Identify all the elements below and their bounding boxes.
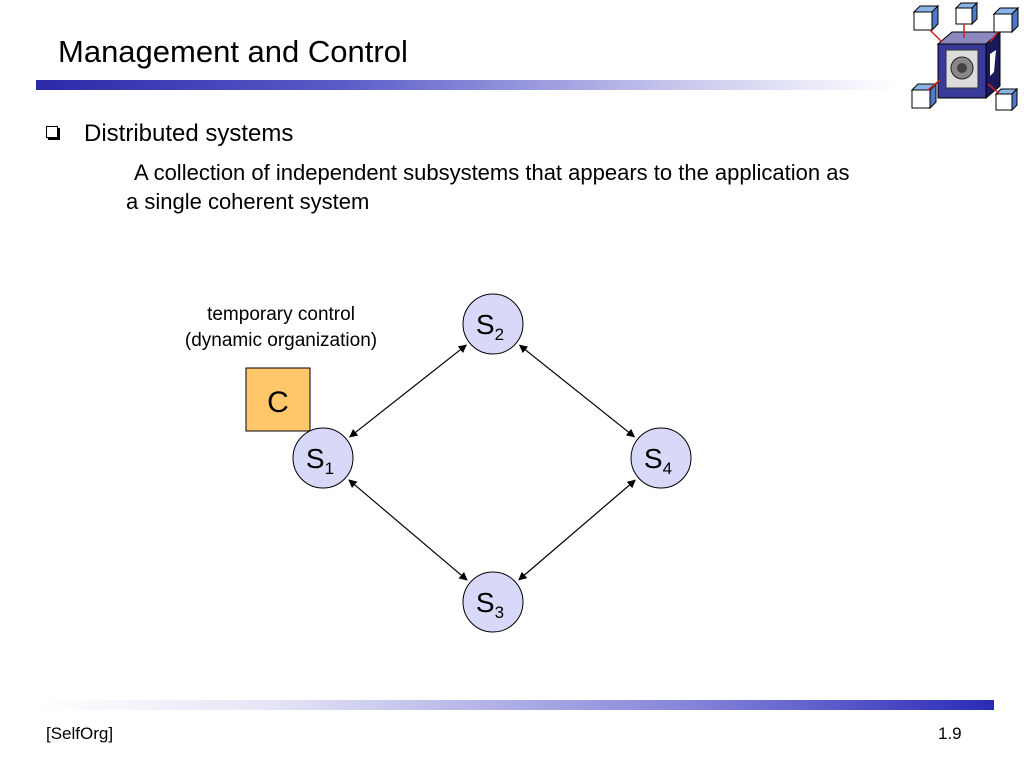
node-s1: S1 — [292, 427, 354, 489]
edge-s4-s3 — [518, 479, 636, 581]
page-number: 1.9 — [938, 724, 962, 743]
node-label: S3 — [476, 587, 504, 622]
bullet-heading: Distributed systems — [84, 120, 294, 147]
node-circle — [462, 293, 524, 355]
node-subscript: 2 — [495, 325, 504, 344]
node-label: S4 — [644, 443, 672, 478]
description-line-2: a single coherent system — [126, 189, 370, 214]
controller-label: C — [267, 386, 289, 419]
self-organizing-network-cube-icon — [910, 2, 1020, 112]
slide-title: Management and Control — [58, 34, 408, 69]
node-subscript: 1 — [325, 459, 334, 478]
node-s4: S4 — [630, 427, 692, 489]
node-s2: S2 — [462, 293, 524, 355]
edge-s2-s4 — [518, 344, 636, 438]
node-circle — [462, 571, 524, 633]
description: A collection of independent subsystems t… — [126, 158, 986, 216]
node-label: S1 — [306, 443, 334, 478]
node-s3: S3 — [462, 571, 524, 633]
node-circle — [630, 427, 692, 489]
square-bullet-icon — [46, 126, 58, 138]
edge-s1-s2 — [349, 344, 467, 438]
edge-s3-s1 — [348, 479, 468, 581]
node-subscript: 4 — [663, 459, 672, 478]
caption-line-2: (dynamic organization) — [184, 330, 378, 351]
controller-box — [245, 367, 311, 432]
node-circle — [292, 427, 354, 489]
title-underline — [36, 80, 896, 90]
footer-rule — [36, 700, 994, 710]
diagram-caption: temporary control (dynamic organization) — [158, 302, 404, 354]
edge-layer — [348, 344, 636, 581]
description-line-1: A collection of independent subsystems t… — [134, 160, 850, 185]
footer-source: [SelfOrg] — [46, 724, 114, 743]
node-subscript: 3 — [495, 603, 504, 622]
caption-line-1: temporary control — [207, 304, 355, 325]
node-label: S2 — [476, 309, 504, 344]
